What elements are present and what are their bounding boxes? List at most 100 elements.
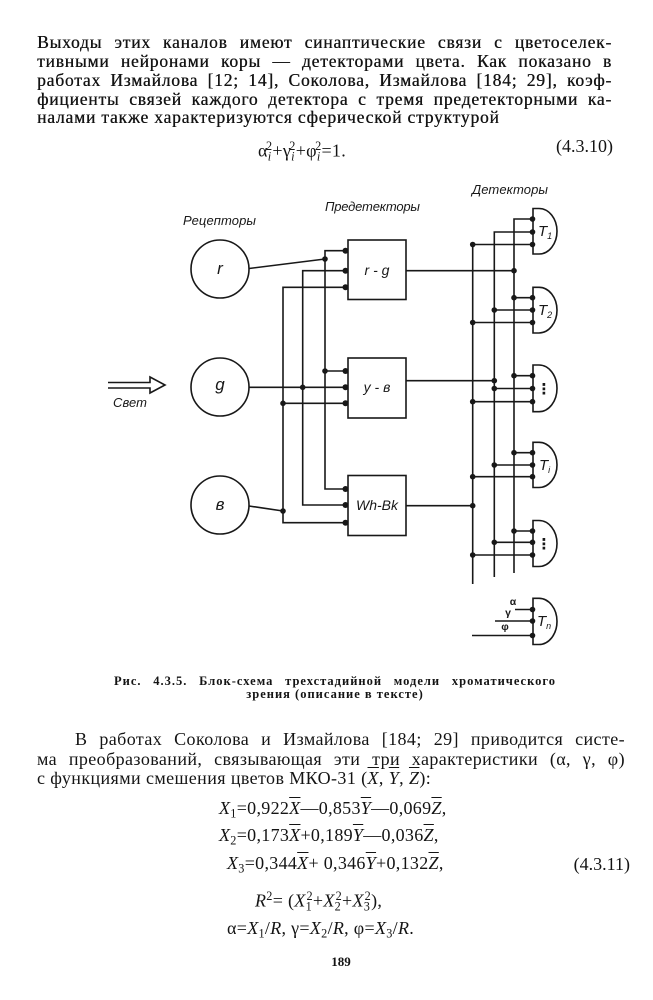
input-dot — [529, 528, 536, 534]
detector-ti-label: Ti — [539, 457, 551, 475]
receptor-g-label: g — [215, 375, 225, 394]
math-text: с функциями смешения цветов МКО-31 ( — [37, 768, 368, 789]
detectors-heading: Детекторы — [470, 182, 548, 197]
receptor-r-label: r — [217, 259, 224, 278]
math-superscript: 2 — [266, 889, 273, 904]
math-variable: X — [323, 891, 335, 912]
input-dot — [529, 449, 536, 456]
greek-symbol: γ — [282, 140, 292, 161]
math-text: —0,069 — [371, 798, 432, 819]
detector-t2-label: T2 — [538, 302, 552, 320]
receptor-b-circle — [190, 475, 250, 535]
math-variable-overbar: Z — [423, 825, 434, 846]
input-dot — [529, 229, 536, 235]
input-dot — [529, 241, 536, 248]
math-text: , — [441, 798, 447, 819]
paragraph-text: ма преобразований, связывающая эти три х… — [37, 749, 625, 770]
input-gamma-label: γ — [505, 607, 511, 619]
math-text: / — [392, 918, 398, 939]
detector-t1-label: T1 — [538, 223, 552, 241]
junction-dot — [299, 384, 306, 391]
math-variable-overbar: X — [289, 825, 301, 846]
paragraph-text: тивными нейронами коры — детекторами цве… — [37, 51, 612, 72]
math-text: . — [409, 918, 415, 939]
wire-b-receptor — [248, 505, 284, 512]
junction-dot — [491, 377, 498, 384]
paragraph-text: В работах Соколова и Измайлова [184; 29]… — [75, 729, 625, 750]
junction-dot — [469, 552, 476, 558]
input-dot — [529, 618, 536, 624]
predetector-y-b-label: y - в — [363, 379, 391, 395]
detector-tn-label: Tn — [537, 613, 551, 631]
detector-tn-inputs — [472, 608, 533, 637]
junction-dot — [511, 528, 517, 534]
caption-text: Рис. 4.3.5. Блок-схема трехстадийной мод… — [114, 674, 556, 688]
math-text: =1. — [321, 140, 347, 161]
formula-number: (4.3.10) — [556, 136, 613, 156]
junction-dot — [491, 307, 498, 313]
equation-r2: R2= (X12+X22+X32), — [255, 885, 382, 913]
math-variable-overbar: Y — [388, 768, 400, 789]
math-text: —0,036 — [363, 825, 424, 846]
input-dot — [529, 539, 536, 546]
math-text: = — [299, 918, 310, 939]
input-dot — [342, 502, 349, 508]
math-subscript: 1 — [305, 899, 312, 914]
math-variable-overbar: X — [289, 798, 301, 819]
greek-symbol: α — [227, 918, 237, 939]
bus-r-g — [513, 218, 533, 573]
predetector-r-g-label: r - g — [365, 262, 390, 278]
junction-dot — [469, 398, 476, 405]
math-text: , — [438, 853, 444, 874]
caption-text: зрения (описание в тексте) — [246, 686, 424, 701]
detector-t2-gate — [532, 286, 558, 334]
math-variable-overbar: X — [297, 853, 309, 874]
receptor-b-label: в — [216, 495, 225, 514]
detector-3-gate — [532, 364, 558, 413]
math-variable: X — [247, 918, 259, 939]
input-dot — [529, 606, 536, 613]
math-variable-overbar: Y — [365, 853, 377, 874]
input-alpha-label: α — [510, 596, 517, 608]
input-dot — [529, 385, 536, 392]
figure-caption-line: Рис. 4.3.5. Блок-схема трехстадийной мод… — [114, 674, 556, 688]
math-superscript: 2 — [289, 139, 296, 153]
equation-x1: X1=0,922X—0,853Y—0,069Z, — [219, 797, 447, 821]
math-text: , — [281, 918, 292, 939]
input-dot — [342, 400, 349, 407]
formula-4-3-10: αi2+γi2+φi2=1. — [258, 135, 346, 163]
math-text: +0,189 — [300, 825, 353, 846]
equation-angles: α=X1/R, γ=X2/R, φ=X3/R. — [227, 917, 415, 942]
math-superscript: 2 — [335, 889, 342, 904]
math-variable: X — [227, 853, 239, 874]
junction-dot — [511, 294, 517, 301]
math-text: ), — [371, 891, 383, 912]
equation-x3: X3=0,344X+ 0,346Y+0,132Z, — [227, 852, 444, 876]
input-dot — [342, 284, 349, 291]
receptor-r-circle — [190, 239, 250, 299]
math-subscript: 3 — [386, 927, 393, 942]
math-superscript: 2 — [315, 139, 322, 153]
input-dot — [529, 216, 536, 222]
math-superscript: 2 — [265, 139, 273, 153]
detector-tn-gate — [532, 597, 558, 646]
detector-3-inputs — [472, 374, 533, 403]
junction-dot — [322, 368, 328, 374]
input-dot — [529, 398, 536, 405]
wire-r-receptor — [248, 258, 326, 270]
junction-dot — [491, 539, 498, 546]
math-subscript: 3 — [363, 899, 371, 914]
greek-symbol: φ — [306, 140, 317, 161]
wire-bus-b — [282, 286, 348, 524]
math-variable: R — [255, 891, 267, 912]
math-text: =0,344 — [244, 853, 298, 874]
math-text: + — [342, 891, 353, 912]
input-dot — [529, 552, 536, 558]
paragraph-text: Выходы этих каналов имеют синаптические … — [37, 32, 612, 53]
page-number: 189 — [331, 954, 351, 969]
input-dot — [342, 267, 349, 274]
math-text: + 0,346 — [308, 853, 366, 874]
math-text: —0,853 — [300, 798, 361, 819]
input-dot — [342, 486, 349, 492]
